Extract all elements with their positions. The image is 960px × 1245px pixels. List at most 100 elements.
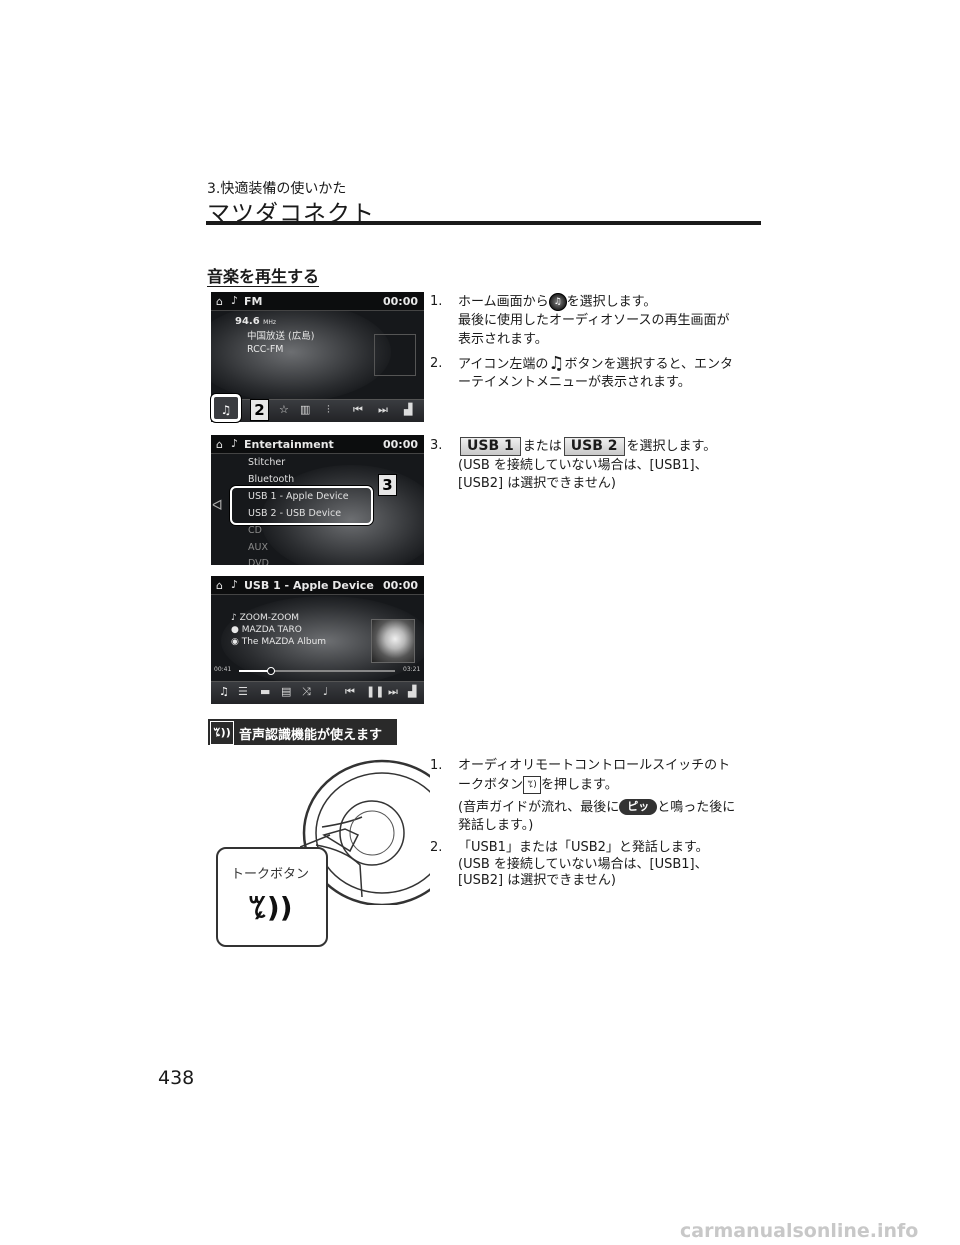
voice-step-2: 2. 「USB1」または「USB2」と発話します。: [430, 839, 760, 858]
beep-sound-badge: ピッ: [619, 799, 658, 815]
elapsed-time: 00:41: [214, 666, 232, 673]
home-icon[interactable]: ⌂: [216, 438, 223, 451]
home-icon[interactable]: ⌂: [216, 579, 223, 592]
home-icon[interactable]: ⌂: [216, 295, 223, 308]
fm-toolbar: ☆ ▥ ⫶ ⏮ ⏭ ▟: [211, 399, 424, 422]
music-source-button-highlight[interactable]: ♫: [211, 394, 241, 422]
music-note-icon: ♪: [231, 437, 239, 450]
step-badge-3: 3: [378, 474, 397, 496]
step-text-part: を選択します。: [626, 439, 717, 454]
progress-bar[interactable]: [239, 667, 395, 675]
step-text: ホーム画面から♫を選択します。: [458, 293, 656, 312]
step-text-part: と鳴った後に: [657, 799, 736, 815]
page-number: 438: [158, 1067, 195, 1089]
menu-item-aux[interactable]: AUX: [248, 542, 268, 553]
usb-selection-highlight: [230, 486, 373, 525]
media-icon[interactable]: ▤: [281, 685, 292, 698]
menu-item-dvd[interactable]: DVD: [248, 558, 269, 565]
total-time: 03:21: [403, 666, 421, 673]
step-number: 2.: [430, 356, 443, 371]
step-note-line: (音声ガイドが流れ、最後にピッと鳴った後に: [430, 799, 760, 818]
callout-label: トークボタン: [231, 867, 310, 882]
progress-knob[interactable]: [267, 667, 276, 675]
music-search-icon[interactable]: ♩: [323, 685, 329, 698]
step-1: 1. ホーム画面から♫を選択します。: [430, 293, 760, 312]
steering-wheel-illustration: [300, 759, 430, 905]
step-text: 「USB1」または「USB2」と発話します。: [458, 839, 709, 855]
previous-track-icon[interactable]: ⏮: [345, 685, 355, 698]
talk-button-inline-icon: ꔂ): [523, 775, 542, 794]
shuffle-icon[interactable]: ⤨: [302, 685, 311, 698]
step-note-line: ーテイメントメニューが表示されます。: [458, 375, 691, 391]
step-note-line: (USB を接続していない場合は、[USB1]、: [458, 857, 708, 872]
step-text-part: ボタンを選択すると、エンタ: [564, 356, 733, 372]
menu-item-cd[interactable]: CD: [248, 525, 262, 536]
favorite-star-icon[interactable]: ☆: [279, 403, 289, 416]
back-arrow-icon[interactable]: ᐊ: [212, 498, 223, 514]
station-art-box: [374, 334, 416, 376]
step-text: オーディオリモートコントロールスイッチのト: [458, 758, 731, 773]
screen-status-bar: ⌂ ♪ USB 1 - Apple Device 00:00: [211, 576, 424, 595]
sound-settings-icon[interactable]: ▟: [404, 403, 413, 416]
track-title: ZOOM-ZOOM: [239, 613, 300, 623]
seek-back-icon[interactable]: ⏮: [353, 403, 363, 416]
screen-clock: 00:00: [382, 579, 418, 592]
fm-screen: ⌂ ♪ FM 00:00 94.6 MHz 中国放送 (広島) RCC-FM ☆…: [211, 292, 424, 422]
music-note-icon: ♪: [231, 294, 239, 307]
voice-step-1: 1. オーディオリモートコントロールスイッチのト: [430, 757, 760, 776]
talk-button-large-icon: ꔂ)): [248, 891, 293, 924]
frequency-readout: 94.6 MHz: [235, 316, 276, 327]
menu-item-usb1[interactable]: USB 1 - Apple Device: [248, 491, 349, 502]
track-row: ♪ ZOOM-ZOOM: [231, 613, 300, 623]
step-number: 1.: [430, 758, 443, 773]
screen-clock: 00:00: [382, 295, 418, 308]
station-name: 中国放送 (広島) RCC-FM: [247, 330, 314, 356]
step-note-line: (USB を接続していない場合は、[USB1]、: [458, 457, 708, 473]
screen-title: Entertainment: [244, 438, 334, 451]
step-number: 3.: [430, 438, 443, 453]
usb1-key: USB 1: [460, 437, 521, 456]
step-text-part: ホーム画面から: [458, 294, 549, 310]
title-rule: [206, 221, 761, 225]
step-number: 1.: [430, 294, 443, 309]
music-note-icon: ♪: [231, 578, 239, 591]
step-badge-2: 2: [250, 399, 269, 421]
screen-title: FM: [244, 295, 263, 308]
sound-settings-icon[interactable]: ▟: [408, 685, 417, 698]
progress-fill: [239, 670, 271, 672]
step-note-line: 発話します。): [458, 818, 534, 833]
screen-status-bar: ⌂ ♪ FM 00:00: [211, 292, 424, 311]
seek-forward-icon[interactable]: ⏭: [378, 403, 388, 416]
banner-text: 音声認識機能が使えます: [239, 728, 383, 743]
scan-icon[interactable]: ⫶: [327, 403, 330, 416]
menu-item-stitcher[interactable]: Stitcher: [248, 457, 286, 468]
tune-icon[interactable]: ▥: [300, 403, 311, 416]
usb-toolbar: ♫ ☰ ▬ ▤ ⤨ ♩ ⏮ ❚❚ ⏭ ▟: [211, 681, 424, 704]
screen-glow: [211, 302, 391, 402]
menu-item-usb2[interactable]: USB 2 - USB Device: [248, 508, 342, 519]
music-note-icon: ♫: [548, 353, 565, 374]
music-source-icon[interactable]: ♫: [219, 685, 229, 698]
list-icon[interactable]: ☰: [238, 685, 248, 698]
next-track-icon[interactable]: ⏭: [388, 685, 398, 698]
voice-recognition-banner: ꔂ)) 音声認識機能が使えます: [208, 719, 397, 745]
artist-row: ● MAZDA TARO: [231, 625, 302, 635]
folder-icon[interactable]: ▬: [260, 685, 271, 698]
usb-playback-screen: ⌂ ♪ USB 1 - Apple Device 00:00 ♪ ZOOM-ZO…: [211, 576, 424, 704]
artist-name: MAZDA TARO: [241, 625, 302, 635]
pause-icon[interactable]: ❚❚: [366, 685, 385, 698]
menu-item-bluetooth[interactable]: Bluetooth: [248, 474, 295, 485]
album-row: ◉ The MAZDA Album: [231, 637, 327, 647]
step-note-line: [USB2] は選択できません): [458, 476, 616, 491]
step-number: 2.: [430, 839, 443, 855]
screen-clock: 00:00: [382, 438, 418, 451]
steps-music-playback: 1. ホーム画面から♫を選択します。 最後に使用したオーディオソースの再生画面が…: [430, 293, 760, 393]
step-note-line: 表示されます。: [458, 331, 548, 347]
station-line: RCC-FM: [247, 344, 284, 355]
step-text-part: (音声ガイドが流れ、最後に: [458, 799, 620, 815]
chapter-label: 3.快適装備の使いかた: [207, 181, 347, 197]
step-note-line: [USB2] は選択できません): [458, 873, 616, 888]
